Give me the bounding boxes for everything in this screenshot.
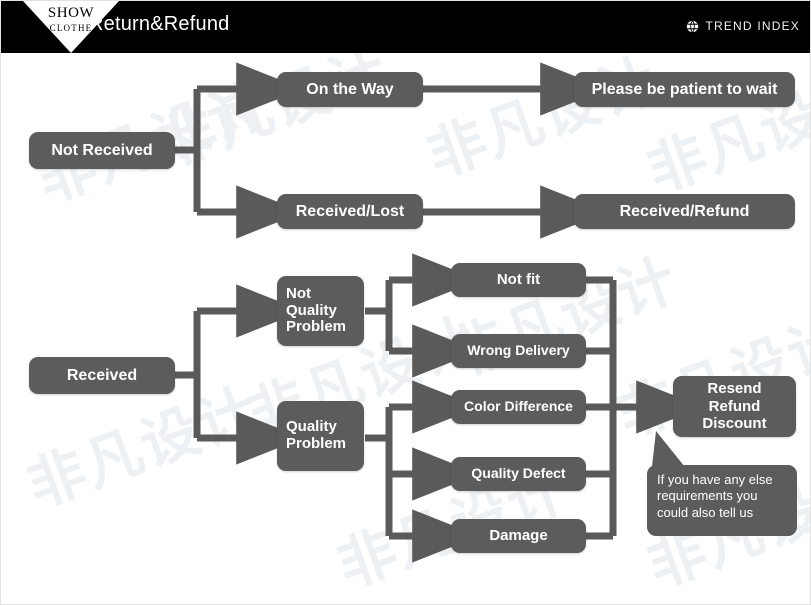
node-damage[interactable]: Damage <box>451 519 586 553</box>
globe-icon <box>687 19 699 33</box>
node-quality-defect[interactable]: Quality Defect <box>451 457 586 491</box>
callout-note: If you have any else requirements you co… <box>647 465 797 536</box>
node-not-fit[interactable]: Not fit <box>451 263 586 297</box>
node-not-quality-problem[interactable]: Not Quality Problem <box>277 276 364 346</box>
node-color-difference[interactable]: Color Difference <box>451 390 586 424</box>
brand-logo: SHOW CLOTHE <box>23 1 119 53</box>
trend-index-brand: TREND INDEX <box>686 19 800 33</box>
node-on-the-way[interactable]: On the Way <box>277 72 423 107</box>
logo-secondary-text: CLOTHE <box>49 23 93 33</box>
node-not-received[interactable]: Not Received <box>29 132 175 169</box>
node-received-lost[interactable]: Received/Lost <box>277 194 423 229</box>
brand-label: TREND INDEX <box>705 19 800 33</box>
node-please-be-patient[interactable]: Please be patient to wait <box>574 72 795 107</box>
node-wrong-delivery[interactable]: Wrong Delivery <box>451 334 586 368</box>
header-bar: SHOW CLOTHE Return&Refund TREND INDEX <box>1 1 810 53</box>
node-received[interactable]: Received <box>29 357 175 394</box>
node-resolution[interactable]: Resend Refund Discount <box>673 376 796 437</box>
node-received-refund[interactable]: Received/Refund <box>574 194 795 229</box>
triangle-icon <box>23 1 119 53</box>
logo-primary-text: SHOW <box>47 5 95 21</box>
page-title: Return&Refund <box>89 13 230 35</box>
node-quality-problem[interactable]: Quality Problem <box>277 401 364 471</box>
